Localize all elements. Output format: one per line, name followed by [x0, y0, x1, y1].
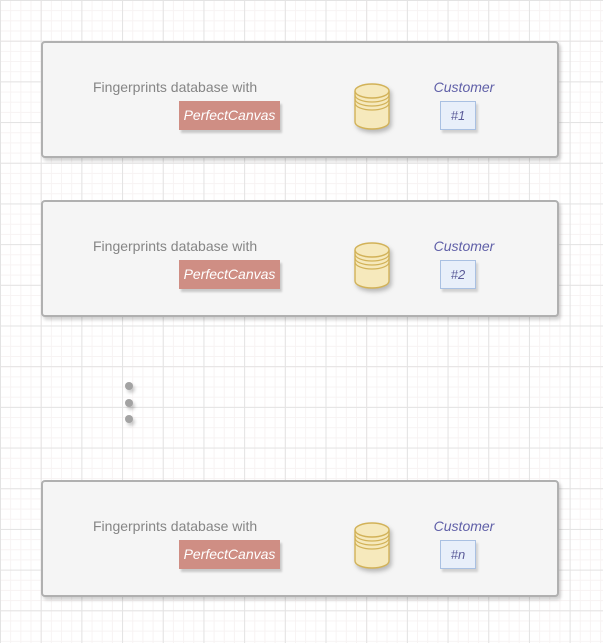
fingerprint-db-row-1: Fingerprints database with PerfectCanvas…: [41, 41, 559, 158]
customer-number-badge: #1: [440, 101, 476, 130]
perfectcanvas-label: PerfectCanvas: [179, 540, 280, 569]
perfectcanvas-label: PerfectCanvas: [179, 101, 280, 130]
customer-number-badge: #n: [440, 540, 476, 569]
ellipsis-dot: [125, 415, 133, 423]
ellipsis-dot: [125, 398, 133, 407]
customer-label: Customer: [433, 79, 495, 95]
customer-label: Customer: [433, 238, 495, 254]
fingerprint-db-row-n: Fingerprints database with PerfectCanvas…: [41, 480, 559, 597]
ellipsis-dot: [125, 382, 133, 390]
row-title: Fingerprints database with: [93, 79, 258, 95]
perfectcanvas-label: PerfectCanvas: [179, 260, 280, 289]
fingerprint-db-row-2: Fingerprints database with PerfectCanvas…: [41, 200, 559, 317]
row-title: Fingerprints database with: [93, 238, 258, 254]
database-icon: [354, 83, 390, 130]
row-title: Fingerprints database with: [93, 518, 258, 534]
database-icon: [354, 522, 390, 569]
customer-number-badge: #2: [440, 260, 476, 289]
customer-label: Customer: [433, 518, 495, 534]
database-icon: [354, 242, 390, 289]
vertical-ellipsis: [125, 382, 133, 423]
